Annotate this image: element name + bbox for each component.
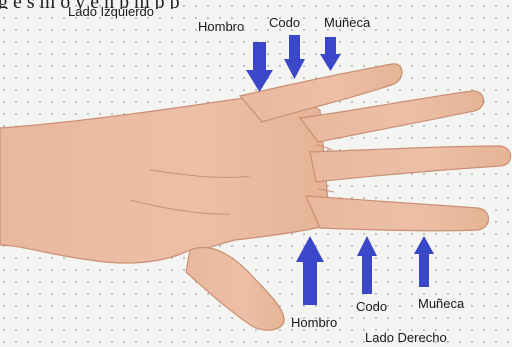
middle-finger [298,90,485,143]
bottom-wrist-label: Muñeca [418,296,465,311]
top-elbow-label: Codo [269,15,301,30]
right-side-label: Lado Derecho [365,330,447,345]
arrow-top-shoulder [246,42,273,92]
bottom-elbow-label: Codo [356,299,388,314]
palm [0,96,331,264]
bottom-shoulder-label: Hombro [291,315,338,330]
arrow-top-wrist [320,37,341,71]
ring-finger [309,145,512,183]
top-shoulder-label: Hombro [198,19,245,34]
arrow-bottom-shoulder [296,236,324,305]
arrows [246,35,434,305]
little-finger [305,195,490,232]
arrow-top-elbow [284,35,305,79]
arrow-bottom-wrist [414,236,434,287]
arrow-bottom-elbow [357,236,377,294]
finger-creases [129,144,335,215]
clipped-caption-fragment: g e s m o y e n p m p p [0,0,512,9]
thumb [185,246,285,331]
hand [0,63,512,331]
top-wrist-label: Muñeca [324,15,371,30]
left-side-label: Lado Izquierdo [68,4,155,19]
index-finger [238,63,403,123]
